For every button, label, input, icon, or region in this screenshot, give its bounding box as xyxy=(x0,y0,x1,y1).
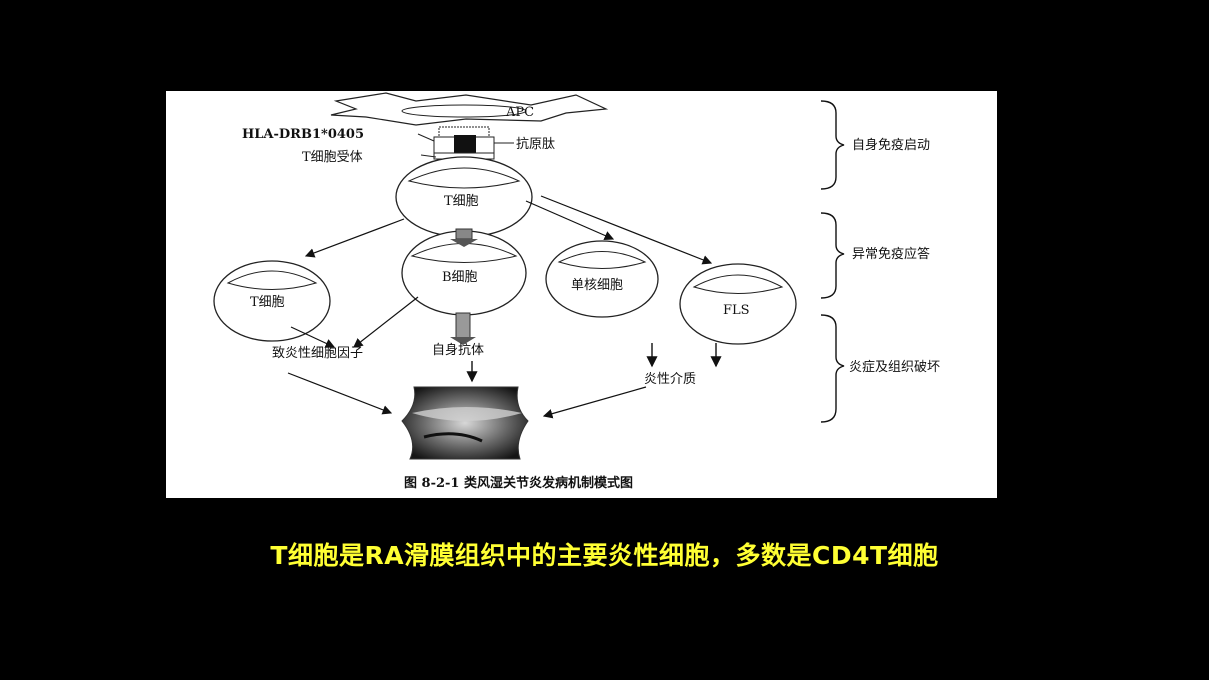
t-cell-main-label: T细胞 xyxy=(444,194,479,209)
t-cell-left: T细胞 xyxy=(213,260,331,342)
figure-caption: 图 8-2-1 类风湿关节炎发病机制模式图 xyxy=(404,475,633,491)
t-cell-main: T细胞 xyxy=(395,156,533,238)
apc-label: APC xyxy=(505,105,534,120)
tcr-label: T细胞受体 xyxy=(302,150,363,165)
slide-caption: T细胞是RA滑膜组织中的主要炎性细胞，多数是CD4T细胞 xyxy=(270,541,939,570)
brace-stage-1 xyxy=(820,100,845,190)
autoantibody-label: 自身抗体 xyxy=(432,342,484,358)
arrow-to-monocyte xyxy=(525,200,615,241)
arrow-to-b-head xyxy=(450,239,478,247)
arrow-b-to-antibody-stem xyxy=(455,312,471,340)
cytokines-label: 致炎性细胞因子 xyxy=(272,346,363,361)
figure-panel: APC HLA-DRB1*0405 抗原肽 T细胞受体 T细胞 xyxy=(166,91,997,498)
arrow-to-fls xyxy=(540,195,713,265)
stage-1-label: 自身免疫启动 xyxy=(852,137,930,153)
arrow-cytokines-to-joint xyxy=(287,372,393,415)
arrow-to-b-stem xyxy=(455,228,473,240)
mediators-label: 炎性介质 xyxy=(644,372,696,387)
stage-2-label: 异常免疫应答 xyxy=(852,246,930,262)
pathogenesis-diagram: APC HLA-DRB1*0405 抗原肽 T细胞受体 T细胞 xyxy=(213,92,940,491)
arrow-b-to-antibody-head xyxy=(450,337,476,345)
hla-label: HLA-DRB1*0405 xyxy=(242,127,364,142)
arrow-b-to-cytokines xyxy=(353,296,419,348)
brace-stage-2 xyxy=(820,212,845,299)
monocyte-label: 单核细胞 xyxy=(571,278,623,293)
apc-star: APC xyxy=(330,92,609,126)
fls-cell: FLS xyxy=(679,263,797,345)
brace-stage-3 xyxy=(820,314,845,423)
joint-image xyxy=(401,386,529,460)
arrow-t-to-cytokines xyxy=(290,326,336,348)
arrow-to-t-left xyxy=(304,218,405,258)
monocyte: 单核细胞 xyxy=(545,240,659,318)
t-cell-left-label: T细胞 xyxy=(250,295,285,310)
arrow-mediators-to-joint xyxy=(542,386,647,419)
stage-3-label: 炎症及组织破坏 xyxy=(849,360,940,375)
fls-label: FLS xyxy=(723,303,750,318)
b-cell-label: B细胞 xyxy=(442,270,478,285)
receptor-complex xyxy=(417,126,514,169)
antigen-label: 抗原肽 xyxy=(516,137,555,152)
